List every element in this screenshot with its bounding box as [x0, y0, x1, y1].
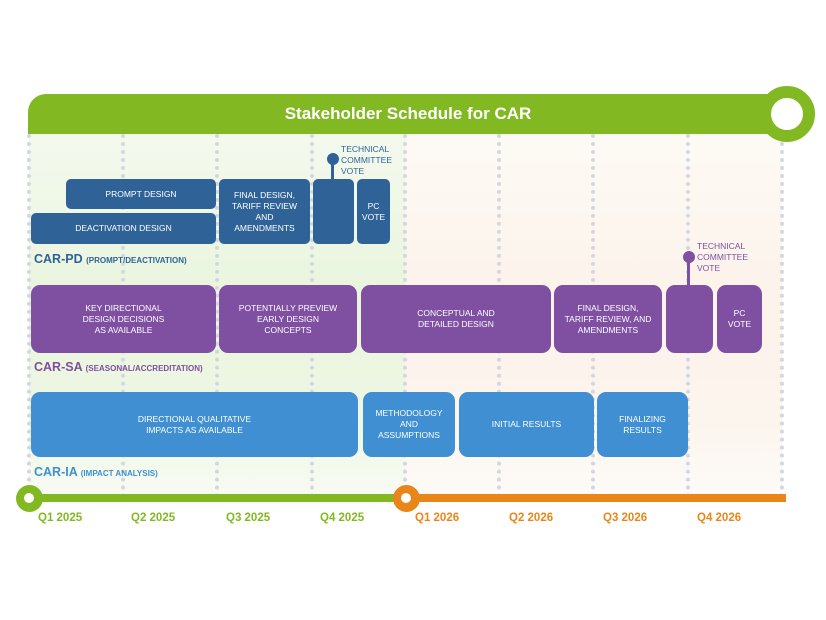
sa-row-code: CAR-SA	[34, 360, 83, 374]
quarter-label: Q2 2025	[131, 512, 176, 524]
marker-center	[24, 493, 34, 503]
gridline	[27, 134, 31, 498]
pd-block-final-design: FINAL DESIGN, TARIFF REVIEW AND AMENDMEN…	[219, 179, 310, 244]
sa-milestone-pin-icon	[683, 251, 695, 263]
quarter-label: Q3 2025	[226, 512, 271, 524]
sa-milestone-stem	[687, 261, 690, 286]
quarter-label: Q1 2026	[415, 512, 460, 524]
pd-row-name: (PROMPT/DEACTIVATION)	[86, 256, 187, 265]
quarter-label: Q2 2026	[509, 512, 554, 524]
pd-milestone-pin-icon	[327, 153, 339, 165]
pd-row-label: CAR-PD (PROMPT/DEACTIVATION)	[34, 252, 187, 266]
sa-milestone-label: TECHNICAL COMMITTEE VOTE	[697, 241, 748, 273]
sa-row-label: CAR-SA (SEASONAL/ACCREDITATION)	[34, 360, 203, 374]
timeline-2026	[405, 494, 786, 502]
sa-block-conceptual-detailed-design: CONCEPTUAL AND DETAILED DESIGN	[361, 285, 551, 353]
ia-row-code: CAR-IA	[34, 465, 78, 479]
quarter-label: Q4 2026	[697, 512, 742, 524]
timeline-2026-marker-icon	[393, 485, 420, 512]
gridline	[215, 134, 219, 498]
pd-block-pc-vote: PC VOTE	[357, 179, 390, 244]
pd-row-code: CAR-PD	[34, 252, 83, 266]
sa-row-name: (SEASONAL/ACCREDITATION)	[85, 364, 203, 373]
pd-block-prompt-design: PROMPT DESIGN	[66, 179, 216, 209]
ia-block-methodology-assumptions: METHODOLOGY AND ASSUMPTIONS	[363, 392, 455, 457]
pd-block-technical-committee-vote	[313, 179, 354, 244]
sa-block-preview-early-concepts: POTENTIALLY PREVIEW EARLY DESIGN CONCEPT…	[219, 285, 357, 353]
sa-block-pc-vote: PC VOTE	[717, 285, 762, 353]
pd-milestone-stem	[331, 163, 334, 180]
title-end-ring-icon	[759, 86, 815, 142]
gridline	[780, 134, 784, 498]
timeline-start-marker-icon	[16, 485, 43, 512]
quarter-label: Q3 2026	[603, 512, 648, 524]
pd-milestone-label: TECHNICAL COMMITTEE VOTE	[341, 144, 392, 176]
sa-block-final-design: FINAL DESIGN, TARIFF REVIEW, AND AMENDME…	[554, 285, 662, 353]
ia-block-finalizing-results: FINALIZING RESULTS	[597, 392, 688, 457]
ia-block-directional-qualitative-impacts: DIRECTIONAL QUALITATIVE IMPACTS AS AVAIL…	[31, 392, 358, 457]
pd-block-deactivation-design: DEACTIVATION DESIGN	[31, 213, 216, 244]
ia-block-initial-results: INITIAL RESULTS	[459, 392, 594, 457]
ia-row-label: CAR-IA (IMPACT ANALYSIS)	[34, 465, 158, 479]
sa-block-technical-committee-vote	[666, 285, 713, 353]
title-bar: Stakeholder Schedule for CAR	[28, 94, 788, 134]
sa-block-key-directional-decisions: KEY DIRECTIONAL DESIGN DECISIONS AS AVAI…	[31, 285, 216, 353]
ia-row-name: (IMPACT ANALYSIS)	[80, 469, 158, 478]
marker-center	[401, 493, 411, 503]
quarter-label: Q4 2025	[320, 512, 365, 524]
quarter-label: Q1 2025	[38, 512, 83, 524]
timeline-2025	[29, 494, 407, 502]
page-title: Stakeholder Schedule for CAR	[284, 104, 532, 123]
